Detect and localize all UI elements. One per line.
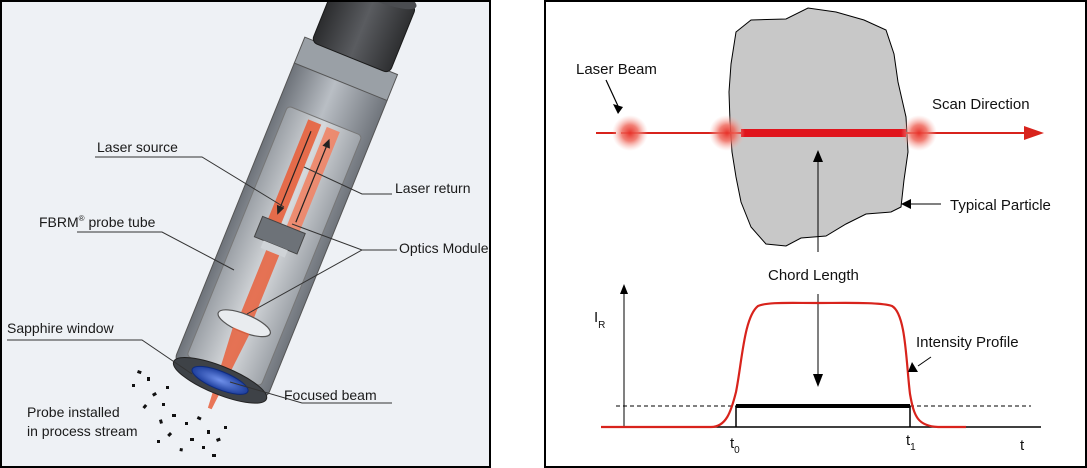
label-probe-installed-1: Probe installed	[27, 404, 120, 420]
probe-cap	[312, 2, 416, 73]
process-particles	[132, 370, 227, 457]
scan-direction-arrowhead	[1024, 126, 1044, 140]
label-x-axis: t	[1020, 437, 1025, 454]
label-probe-installed-2: in process stream	[27, 423, 137, 439]
chord-length-diagram: Laser Beam Scan Direction Typical Partic…	[576, 7, 1051, 456]
label-intensity-profile: Intensity Profile	[916, 334, 1019, 351]
label-laser-beam: Laser Beam	[576, 61, 657, 78]
label-focused-beam: Focused beam	[284, 387, 377, 403]
label-y-axis: IR	[594, 309, 605, 331]
chord-arrow-up	[813, 150, 823, 162]
label-laser-source: Laser source	[97, 139, 178, 155]
sapphire-window-leader	[7, 339, 193, 375]
chord-duration-bar	[736, 404, 910, 408]
label-scan-direction: Scan Direction	[932, 96, 1030, 113]
focused-beam-leader	[229, 381, 392, 404]
label-t1: t1	[906, 432, 916, 453]
sapphire-window	[191, 365, 249, 395]
label-t0: t0	[730, 435, 740, 456]
chord-length-panel: Laser Beam Scan Direction Typical Partic…	[544, 0, 1087, 468]
optics-module-leader-2	[246, 249, 397, 315]
label-chord-length: Chord Length	[768, 267, 859, 284]
label-probe-tube: FBRM® probe tube	[39, 214, 156, 230]
laser-source-leader	[95, 156, 285, 208]
intensity-profile-curve	[601, 301, 966, 429]
fbrm-probe-panel: Laser source Laser return FBRM® probe tu…	[0, 0, 491, 468]
laser-return-leader	[303, 166, 392, 195]
typical-particle-shape	[728, 7, 909, 247]
label-typical-particle: Typical Particle	[950, 197, 1051, 214]
laser-spot-2	[709, 115, 745, 151]
laser-spot-1	[612, 115, 648, 151]
label-laser-return: Laser return	[395, 180, 470, 196]
chord-arrow-down	[813, 374, 823, 387]
laser-spot-3	[901, 115, 937, 151]
label-optics-module: Optics Module	[399, 240, 489, 256]
probe-tube-leader	[77, 231, 235, 271]
probe-illustration: Laser source Laser return FBRM® probe tu…	[7, 2, 489, 457]
chord-bar	[741, 129, 906, 137]
label-sapphire-window: Sapphire window	[7, 320, 115, 336]
